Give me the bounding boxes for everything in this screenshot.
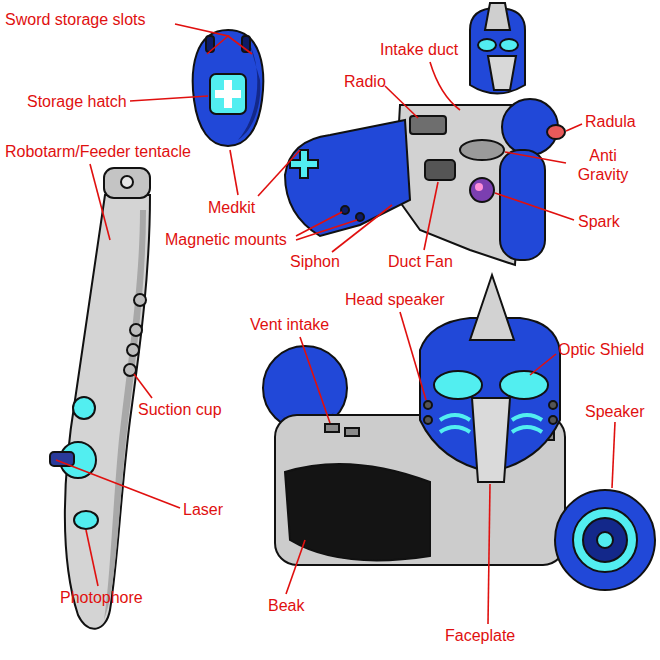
laser	[50, 452, 74, 466]
optic-shield	[500, 371, 548, 399]
head-crest	[470, 275, 514, 340]
leader-line	[175, 24, 228, 54]
duct-fan	[425, 160, 455, 180]
leader-line	[332, 205, 392, 252]
part-label: Radio	[344, 72, 386, 91]
spark	[470, 178, 494, 202]
part-label: Photophore	[60, 588, 143, 607]
leader-line	[400, 312, 426, 400]
vent	[325, 424, 339, 432]
leader-line	[228, 36, 252, 54]
leader-line	[296, 220, 357, 240]
spark-glow	[475, 183, 483, 191]
leader-line	[134, 374, 152, 398]
medkit-pod	[193, 30, 264, 146]
part-label: Storage hatch	[27, 92, 127, 111]
faceplate	[472, 398, 510, 482]
leader-line	[130, 96, 208, 101]
speaker-center	[597, 532, 613, 548]
robot-body	[285, 3, 565, 265]
part-label: Optic Shield	[558, 340, 644, 359]
part-label: Siphon	[290, 252, 340, 271]
beak	[285, 464, 430, 560]
leader-line	[488, 484, 490, 624]
photophore	[73, 397, 95, 419]
suction-cup	[127, 344, 139, 356]
leader-line	[430, 62, 460, 110]
arm-cross	[290, 150, 318, 178]
leader-line	[612, 422, 615, 488]
suction-cup	[130, 324, 142, 336]
eye	[500, 39, 518, 51]
part-label: Medkit	[208, 198, 255, 217]
magnetic-mount	[356, 213, 364, 221]
leader-line	[286, 540, 305, 594]
leader-line	[566, 124, 582, 131]
leader-line	[86, 530, 98, 586]
speaker	[555, 490, 655, 590]
part-label: Intake duct	[380, 40, 458, 59]
part-label: Radula	[585, 112, 636, 131]
part-label: Magnetic mounts	[165, 230, 287, 249]
part-label: Head speaker	[345, 290, 445, 309]
head-speaker	[549, 416, 557, 424]
leader-line	[505, 152, 566, 163]
part-label: Speaker	[585, 402, 645, 421]
leader-line	[258, 150, 300, 196]
leader-line	[385, 86, 418, 118]
arm-cap	[104, 168, 150, 198]
eye	[478, 39, 496, 51]
radula	[547, 125, 565, 139]
head-speaker	[424, 401, 432, 409]
suction-cup	[134, 294, 146, 306]
pod-body	[193, 30, 264, 146]
leader-line	[300, 337, 330, 423]
leader-line	[495, 193, 574, 220]
right-arm	[500, 150, 545, 260]
speaker-cone	[583, 518, 627, 562]
part-label: Anti Gravity	[566, 146, 640, 184]
photophore	[74, 511, 98, 529]
part-label: Beak	[268, 596, 304, 615]
storage-hatch	[210, 74, 246, 114]
optic-shield	[434, 371, 482, 399]
leader-line	[230, 150, 238, 195]
vent	[345, 428, 359, 436]
part-label: Suction cup	[138, 400, 222, 419]
part-label: Vent intake	[250, 315, 329, 334]
anti-gravity	[460, 140, 504, 160]
faceplate	[488, 56, 516, 90]
radio	[410, 116, 446, 134]
magnetic-mount	[341, 206, 349, 214]
arm-cap-bolt	[121, 176, 133, 188]
speaker-ring	[573, 508, 637, 572]
part-label: Duct Fan	[388, 252, 453, 271]
part-label: Robotarm/Feeder tentacle	[5, 142, 191, 161]
head-speaker	[424, 416, 432, 424]
leader-line	[56, 460, 180, 508]
hatch-cross	[215, 80, 241, 108]
helmet-crest	[485, 3, 510, 30]
leader-line	[530, 354, 556, 375]
part-label: Sword storage slots	[5, 10, 146, 29]
left-arm	[285, 120, 410, 236]
head-speaker	[549, 401, 557, 409]
part-label: Faceplate	[445, 626, 515, 645]
leader-line	[424, 182, 438, 250]
tentacle-arm	[50, 168, 150, 629]
part-label: Spark	[578, 212, 620, 231]
arm-body	[65, 195, 150, 629]
leader-lines	[56, 24, 615, 624]
part-label: Laser	[183, 500, 223, 519]
leader-line	[90, 164, 110, 240]
